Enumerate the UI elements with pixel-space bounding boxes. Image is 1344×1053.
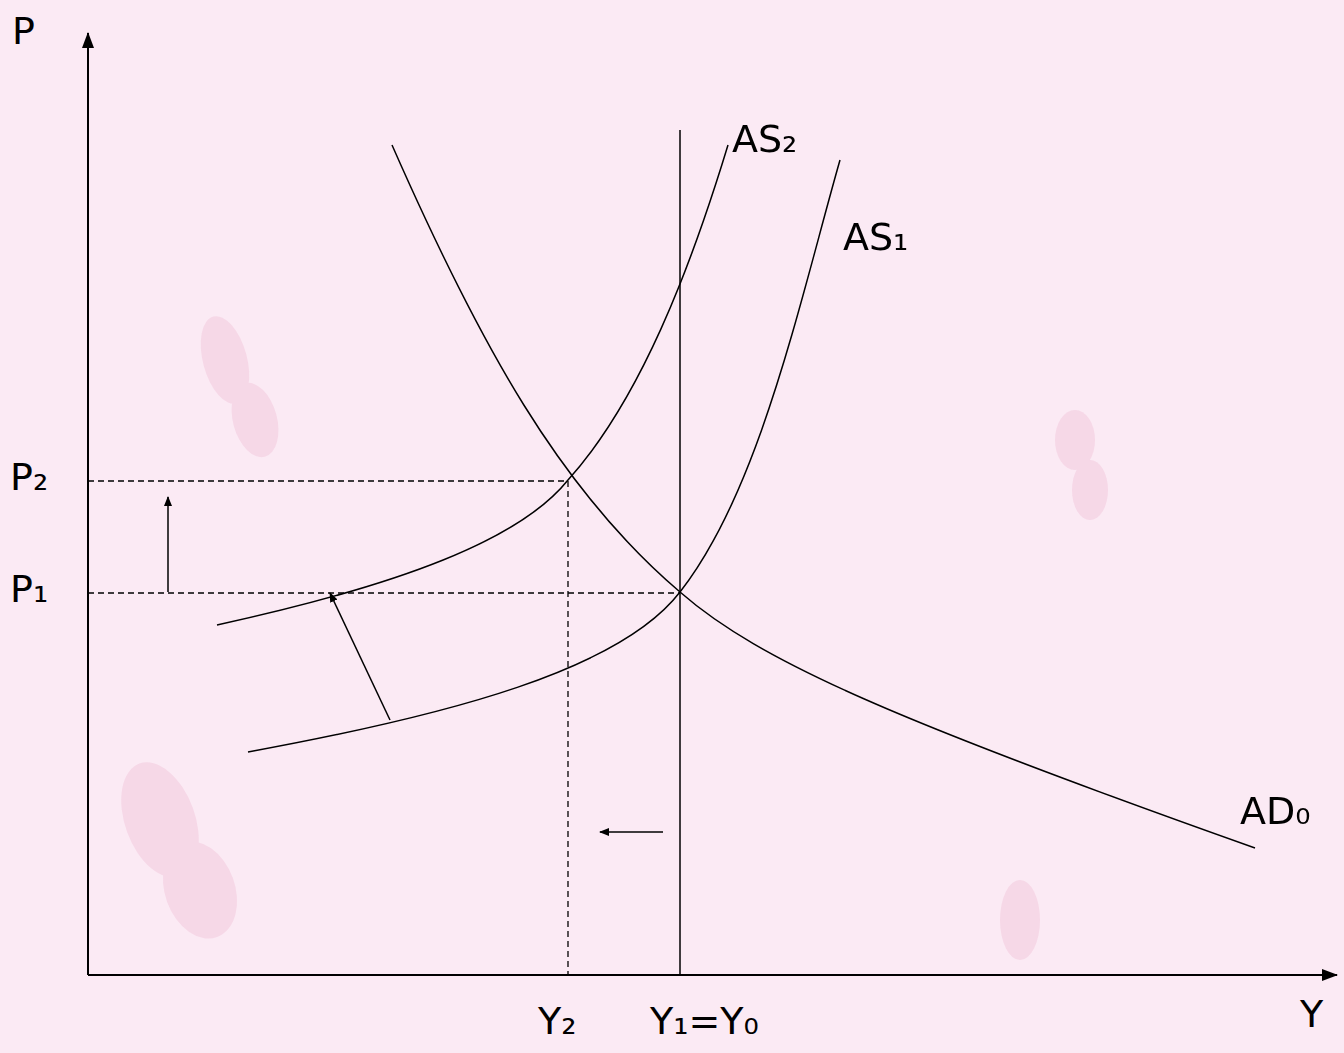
curve-label: AD₀ bbox=[1240, 792, 1311, 830]
axis-label: Y bbox=[1300, 995, 1323, 1033]
output-label: Y₁=Y₀ bbox=[650, 1002, 759, 1040]
price-label: P₁ bbox=[10, 570, 48, 608]
supply-shift-arrow bbox=[330, 593, 390, 720]
output-axis bbox=[88, 974, 1337, 976]
output-fall-arrow bbox=[600, 831, 663, 833]
curve-label: AS₂ bbox=[732, 120, 797, 158]
price-axis bbox=[87, 33, 89, 975]
long-run-supply bbox=[679, 130, 681, 975]
price-rise-arrow bbox=[167, 497, 169, 592]
as1-curve bbox=[248, 160, 840, 752]
axis-label: P bbox=[12, 12, 35, 50]
ad-curve bbox=[392, 145, 1255, 848]
guide-lines bbox=[88, 481, 680, 975]
decor bbox=[107, 311, 1108, 960]
price-label: P₂ bbox=[10, 458, 48, 496]
as2-curve bbox=[217, 145, 728, 625]
curve-label: AS₁ bbox=[843, 218, 908, 256]
output-label: Y₂ bbox=[538, 1002, 576, 1040]
